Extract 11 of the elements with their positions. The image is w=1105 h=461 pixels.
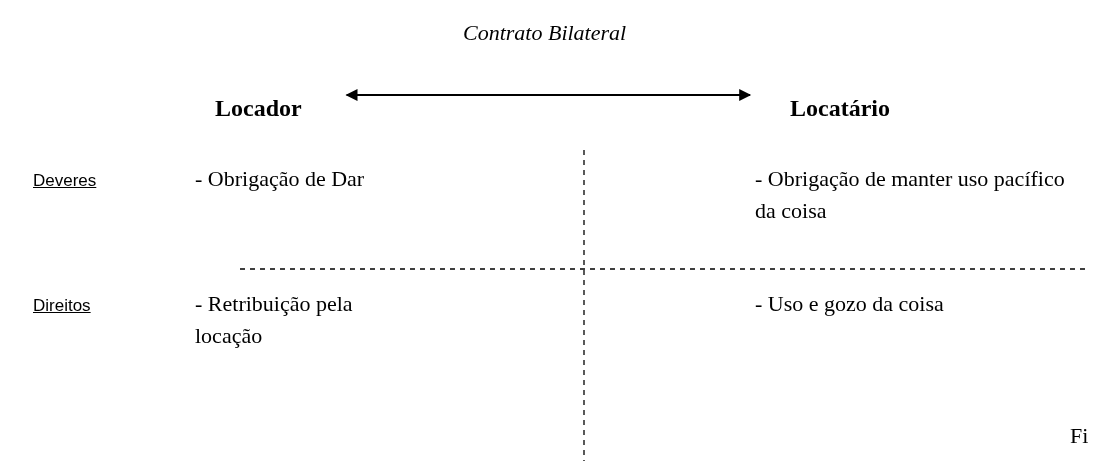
- row-heading: Direitos: [33, 295, 91, 317]
- title: Contrato Bilateral: [463, 20, 627, 46]
- right-text: - Retribuição pela locação: [195, 290, 354, 350]
- role-heading: Locador: [215, 95, 302, 122]
- row-heading: Deveres: [33, 170, 97, 192]
- double-arrow: [345, 89, 752, 101]
- role-heading: Locatário: [790, 95, 890, 122]
- duty-text: - Obrigação de Dar: [195, 165, 366, 193]
- duty-text: - Obrigação de manter uso pacífico da coisa: [755, 165, 1066, 225]
- figure-caption: Fi: [1070, 422, 1089, 450]
- right-text: - Uso e gozo da coisa: [755, 290, 945, 318]
